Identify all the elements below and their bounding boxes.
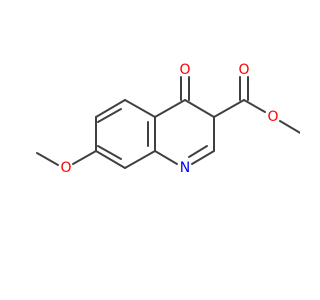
bond xyxy=(72,150,97,165)
ester-carbonyl-oxygen-label: O xyxy=(238,62,249,78)
bond xyxy=(36,152,59,166)
ring-nitrogen-label: N xyxy=(180,160,190,176)
bond xyxy=(124,150,156,169)
bond xyxy=(97,108,122,123)
methoxy-oxygen-label: O xyxy=(60,160,71,176)
bond xyxy=(188,145,208,158)
structure-canvas: O O O N O xyxy=(36,62,300,176)
bond xyxy=(95,99,126,118)
bond xyxy=(124,99,156,118)
keto-oxygen-label: O xyxy=(179,62,190,78)
bond xyxy=(191,150,215,165)
bonds xyxy=(36,76,300,169)
bond xyxy=(279,120,300,134)
bond xyxy=(154,150,178,165)
bond xyxy=(213,99,245,118)
bond xyxy=(243,99,266,113)
bond xyxy=(97,145,122,160)
molecule-structure: O O O N O xyxy=(36,62,300,176)
bond xyxy=(154,99,186,118)
bond xyxy=(95,150,126,169)
ester-ether-oxygen-label: O xyxy=(267,109,278,125)
bond xyxy=(184,99,215,118)
